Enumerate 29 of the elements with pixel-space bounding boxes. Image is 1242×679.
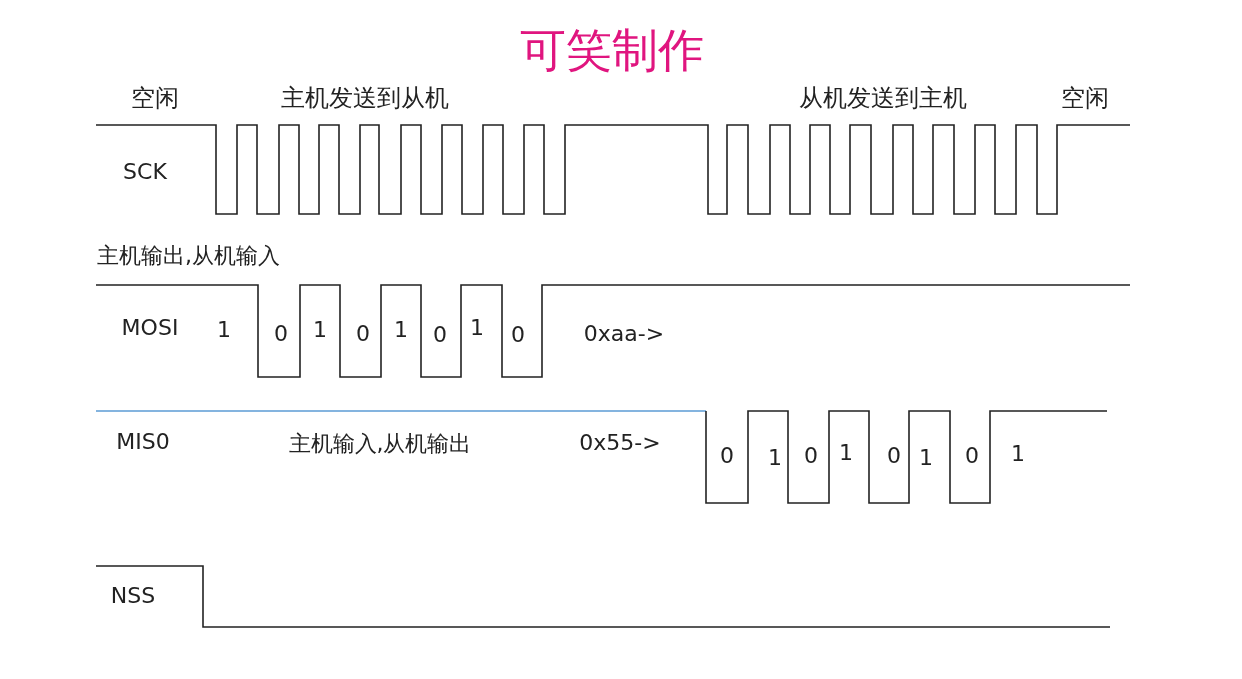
bit-value: 0 <box>356 321 370 347</box>
phase-label: 从机发送到主机 <box>799 84 967 112</box>
phase-label: 空闲 <box>1061 84 1109 112</box>
bit-value: 0 <box>804 443 818 469</box>
bit-value: 1 <box>919 445 933 471</box>
hex-value: 0xaa-> <box>583 321 665 347</box>
bit-value: 1 <box>313 317 327 343</box>
bit-value: 0 <box>887 443 901 469</box>
signal-name: NSS <box>110 583 156 609</box>
bit-value: 1 <box>394 317 408 343</box>
bit-value: 1 <box>470 315 484 341</box>
phase-label: 主机发送到从机 <box>281 84 449 112</box>
bit-value: 1 <box>839 440 853 466</box>
annotation: 主机输出,从机输入 <box>97 243 280 269</box>
annotation: 主机输入,从机输出 <box>288 431 472 457</box>
bit-value: 0 <box>274 321 288 347</box>
signal-name: SCK <box>123 159 167 185</box>
signal-name: MIS0 <box>116 429 170 455</box>
hex-value: 0x55-> <box>579 430 661 456</box>
title: 可笑制作 <box>520 24 704 76</box>
phase-label: 空闲 <box>131 84 179 112</box>
bit-value: 0 <box>720 443 734 469</box>
signal-name: MOSI <box>121 315 179 341</box>
bit-value: 0 <box>433 322 447 348</box>
bit-value: 1 <box>768 445 782 471</box>
bit-value: 1 <box>1011 441 1025 467</box>
bit-value: 1 <box>217 317 231 343</box>
bit-value: 0 <box>511 322 525 348</box>
bit-value: 0 <box>965 443 979 469</box>
